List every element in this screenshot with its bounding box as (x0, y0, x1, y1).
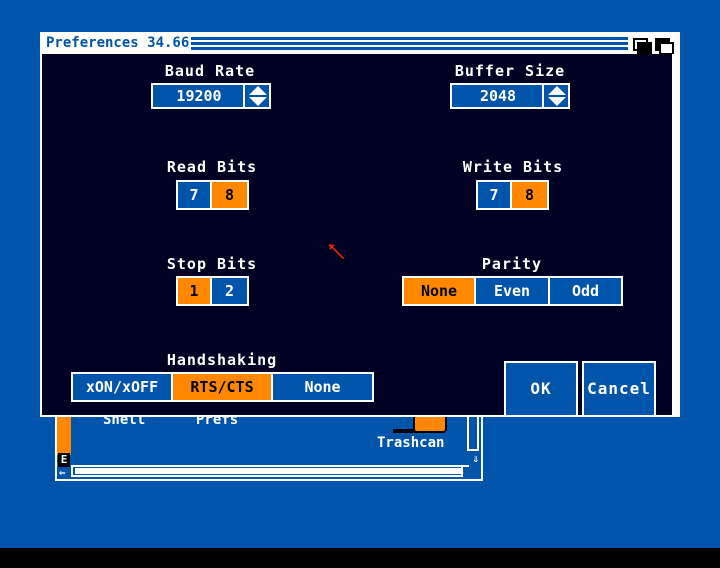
stop-bits-option-2[interactable]: 2 (212, 278, 247, 304)
parity-option-even[interactable]: Even (476, 278, 550, 304)
read-bits-selector: 7 8 (176, 180, 249, 210)
scroll-right-arrow-icon[interactable]: ⇒ (457, 466, 464, 479)
screen-bottom-border (0, 548, 720, 568)
handshaking-option-none[interactable]: None (273, 374, 372, 400)
handshaking-option-rts-cts[interactable]: RTS/CTS (173, 374, 273, 400)
ok-button[interactable]: OK (504, 361, 578, 417)
buffer-size-field[interactable]: 2048 (450, 83, 570, 109)
parity-option-odd[interactable]: Odd (550, 278, 621, 304)
workbench-drawer-window: E Shell Prefs Trashcan ⇓ ⇐ ⇒ (55, 405, 483, 481)
zoom-gadget-icon[interactable] (652, 35, 674, 55)
drawer-vertical-scrollbar[interactable] (467, 407, 479, 451)
baud-rate-field[interactable]: 19200 (151, 83, 271, 109)
buffer-size-spinner-icon[interactable] (542, 85, 568, 107)
buffer-size-value: 2048 (479, 87, 517, 105)
handshaking-option-xon-xoff[interactable]: xON/xOFF (73, 374, 173, 400)
write-bits-option-8[interactable]: 8 (512, 182, 547, 208)
write-bits-option-7[interactable]: 7 (478, 182, 512, 208)
trashcan-shadow (393, 429, 417, 433)
write-bits-selector: 7 8 (476, 180, 549, 210)
handshaking-selector: xON/xOFF RTS/CTS None (71, 372, 374, 402)
stop-bits-option-1[interactable]: 1 (178, 278, 212, 304)
title-bar[interactable]: Preferences 34.66 (42, 34, 678, 55)
parity-option-none[interactable]: None (404, 278, 476, 304)
scroll-down-arrow-icon[interactable]: ⇓ (472, 452, 479, 465)
trashcan-icon-label[interactable]: Trashcan (377, 435, 445, 451)
drawer-e-gadget[interactable]: E (58, 453, 70, 467)
stop-bits-selector: 1 2 (176, 276, 249, 306)
parity-selector: None Even Odd (402, 276, 623, 306)
baud-rate-spinner-icon[interactable] (243, 85, 269, 107)
drawer-left-border (57, 407, 71, 455)
baud-rate-value: 19200 (176, 87, 222, 105)
title-bar-drag-area[interactable] (184, 37, 628, 51)
cancel-button[interactable]: Cancel (582, 361, 656, 417)
baud-rate-label: Baud Rate (164, 62, 256, 80)
mouse-pointer-icon (327, 242, 346, 261)
drawer-horizontal-scrollbar[interactable] (71, 465, 463, 477)
read-bits-label: Read Bits (166, 158, 258, 176)
window-right-border (672, 54, 678, 415)
depth-gadget-icon[interactable] (630, 35, 652, 55)
buffer-size-label: Buffer Size (454, 62, 566, 80)
preferences-window: Preferences 34.66 Baud Rate 19200 Buffer… (40, 32, 680, 417)
read-bits-option-8[interactable]: 8 (212, 182, 247, 208)
read-bits-option-7[interactable]: 7 (178, 182, 212, 208)
write-bits-label: Write Bits (462, 158, 564, 176)
scroll-left-arrow-icon[interactable]: ⇐ (59, 466, 66, 479)
trashcan-icon[interactable] (413, 415, 447, 433)
horizontal-scroll-knob[interactable] (75, 468, 461, 474)
parity-label: Parity (481, 255, 543, 273)
stop-bits-label: Stop Bits (166, 255, 258, 273)
handshaking-label: Handshaking (166, 351, 278, 369)
window-title: Preferences 34.66 (44, 35, 192, 52)
drawer-content: Shell Prefs Trashcan (71, 407, 469, 467)
